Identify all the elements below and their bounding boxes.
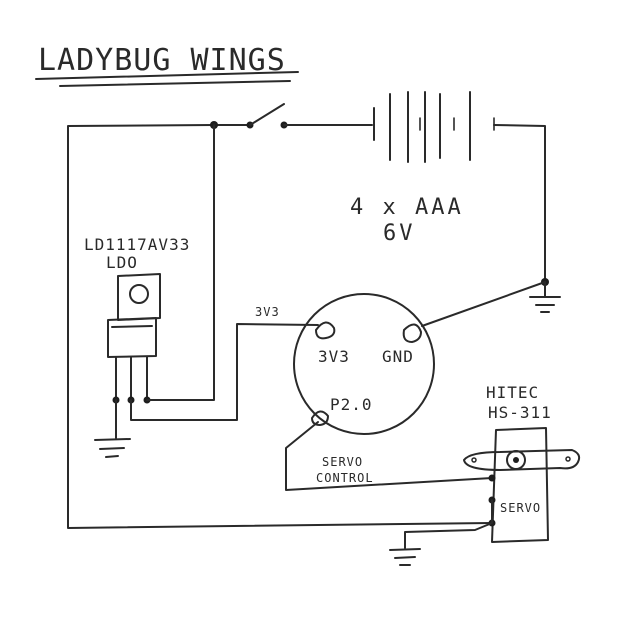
title-text: LADYBUG WINGS [38, 43, 286, 78]
wire-battery-to-ground [493, 124, 546, 283]
switch-lever [249, 103, 285, 126]
mcu-pad-p20 [311, 410, 329, 426]
battery-count-label: 4 x AAA [350, 195, 464, 220]
servo-horn-hub [506, 450, 526, 470]
power-switch [246, 103, 288, 129]
servo-body [491, 427, 549, 543]
mcu-pin-3v3-label: 3V3 [318, 347, 350, 366]
battery-voltage-label: 6V [383, 221, 416, 246]
servo-control-label-2: CONTROL [316, 471, 374, 485]
servo-motor: SERVO [463, 427, 581, 543]
left-rail-wire [67, 124, 493, 529]
servo-horn [463, 449, 581, 471]
ldo-mount-hole [129, 284, 149, 304]
ldo-body [107, 317, 157, 358]
microcontroller-board: 3V3 GND P2.0 [293, 293, 435, 435]
wire-ldo-in-to-rail [146, 124, 215, 401]
wire-ground-to-mcu [421, 281, 546, 327]
ldo-tab [117, 273, 161, 321]
battery-pack [373, 91, 495, 163]
mcu-outline [293, 293, 435, 435]
mcu-pin-p20-label: P2.0 [330, 395, 373, 414]
title-underline [35, 71, 299, 80]
ldo-regulator [107, 273, 161, 404]
mcu-pad-3v3 [315, 321, 336, 340]
wire-servo-control [285, 421, 493, 491]
servo-maker-label: HITEC [486, 383, 539, 402]
servo-pin-signal [488, 474, 496, 482]
servo-body-label: SERVO [500, 501, 541, 515]
ground-symbol-right [529, 281, 561, 313]
ldo-type-label: LDO [106, 253, 138, 272]
mcu-pin-gnd-label: GND [382, 347, 414, 366]
ground-symbol-servo [389, 522, 493, 566]
servo-model-label: HS-311 [488, 403, 552, 422]
ldo-part-label: LD1117AV33 [84, 235, 190, 254]
ground-symbol-ldo [94, 399, 131, 458]
wire-3v3-label: 3V3 [255, 305, 280, 319]
wire-ldo-out-to-3v3 [130, 323, 319, 421]
mcu-pad-gnd [402, 323, 422, 343]
title-underline-second [59, 80, 291, 87]
servo-control-label-1: SERVO [322, 455, 363, 469]
